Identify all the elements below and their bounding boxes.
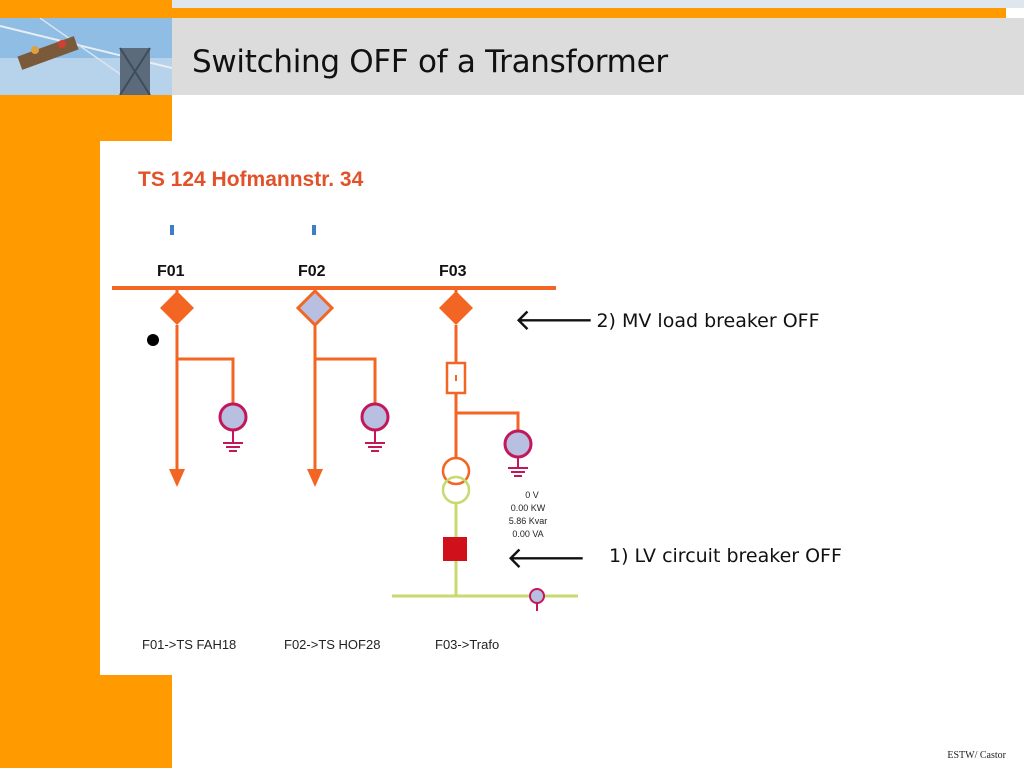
feeder-label-f03: F03 bbox=[439, 263, 467, 280]
top-accent-bar bbox=[172, 8, 1006, 18]
feeder-f01 bbox=[147, 288, 248, 487]
lv-circuit-breaker[interactable] bbox=[443, 537, 467, 561]
footer-text: ESTW/ Castor bbox=[947, 750, 1006, 761]
measurement-readout: 0 V 0.00 KW 5.86 Kvar 0.00 VA bbox=[509, 490, 548, 539]
annotation-lv-arrow: 🡐 bbox=[506, 540, 588, 576]
earth-switch-f03[interactable] bbox=[503, 429, 533, 459]
outgoing-arrow-f01 bbox=[169, 469, 185, 487]
annotation-mv-text: 2) MV load breaker OFF bbox=[596, 310, 820, 332]
diagram-panel bbox=[100, 141, 580, 675]
station-title: TS 124 Hofmannstr. 34 bbox=[138, 168, 364, 191]
feeder-f02 bbox=[295, 288, 390, 487]
transformer-primary-coil bbox=[441, 456, 471, 486]
feeder-f03 bbox=[439, 288, 533, 596]
earth-switch-f01[interactable] bbox=[218, 402, 248, 432]
lv-measurement-point bbox=[529, 588, 545, 604]
annotation-lv-breaker: 1) LV circuit breaker OFF bbox=[609, 545, 842, 567]
earth-icon bbox=[223, 430, 243, 452]
title-band bbox=[172, 18, 1024, 95]
status-marker-f01 bbox=[170, 225, 174, 235]
transformer-secondary-coil bbox=[441, 475, 471, 505]
position-dot bbox=[147, 334, 159, 346]
feeder-label-f01: F01 bbox=[157, 263, 185, 280]
load-breaker-f03[interactable] bbox=[439, 291, 473, 325]
earth-icon bbox=[508, 457, 528, 477]
earth-switch-f02[interactable] bbox=[360, 402, 390, 432]
feeder-label-f02: F02 bbox=[298, 263, 326, 280]
left-arrow-icon: 🡐 bbox=[506, 541, 587, 576]
apparent-power-value: 0.00 VA bbox=[512, 529, 543, 539]
logo-image bbox=[0, 18, 172, 95]
annotation-mv-breaker: 🡐2) MV load breaker OFF bbox=[514, 302, 820, 338]
outgoing-arrow-f02 bbox=[307, 469, 323, 487]
feeder-caption-f02: F02->TS HOF28 bbox=[284, 637, 380, 652]
load-breaker-f02[interactable] bbox=[295, 288, 335, 328]
load-breaker-f01[interactable] bbox=[160, 291, 194, 325]
slide-title: Switching OFF of a Transformer bbox=[192, 44, 668, 80]
voltage-value: 0 V bbox=[525, 490, 539, 500]
left-arrow-icon: 🡐 bbox=[514, 303, 595, 338]
single-line-diagram: TS 124 Hofmannstr. 34 F01 F02 F03 bbox=[112, 168, 578, 652]
active-power-value: 0.00 KW bbox=[511, 503, 546, 513]
reactive-power-value: 5.86 Kvar bbox=[509, 516, 548, 526]
status-marker-f02 bbox=[312, 225, 316, 235]
earth-icon bbox=[365, 430, 385, 452]
feeder-caption-f01: F01->TS FAH18 bbox=[142, 637, 236, 652]
feeder-caption-f03: F03->Trafo bbox=[435, 637, 499, 652]
top-strip bbox=[172, 0, 1024, 8]
